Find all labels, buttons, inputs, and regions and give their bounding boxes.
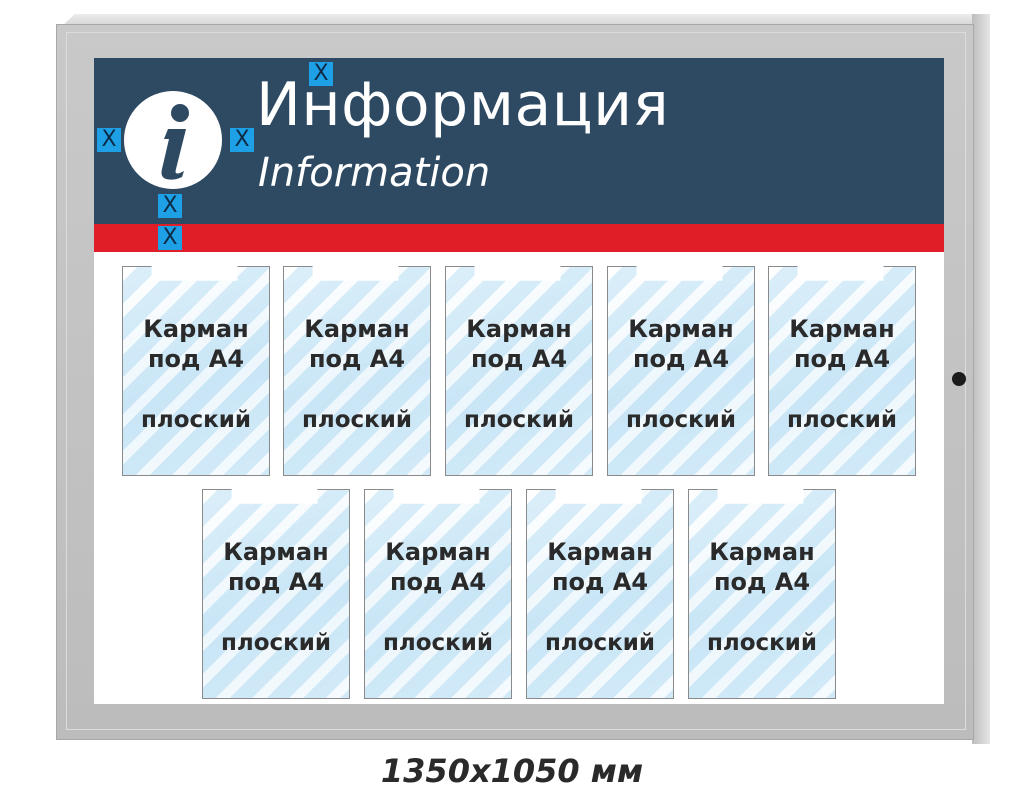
pocket: Карман под А4 плоский [768,266,916,476]
pocket-line-1: Карман [709,538,815,566]
red-stripe [94,224,944,252]
pocket: Карман под А4 плоский [202,489,350,699]
pocket-line-1: Карман [385,538,491,566]
pocket-line-2: под А4 [713,568,811,596]
title-english: Information [258,150,491,196]
pocket: Карман под А4 плоский [364,489,512,699]
pocket-line-3: плоский [625,407,736,433]
pocket-line-2: под А4 [632,345,730,373]
pocket-line-1: Карман [789,315,895,343]
frame-right-edge [972,14,990,744]
pocket: Карман под А4 плоский [526,489,674,699]
pocket-line-3: плоский [220,630,331,656]
pocket-line-2: под А4 [551,568,649,596]
pocket-line-1: Карман [304,315,410,343]
pocket: Карман под А4 плоский [122,266,270,476]
pocket-line-1: Карман [547,538,653,566]
pocket-line-2: под А4 [308,345,406,373]
pocket-line-3: плоский [706,630,817,656]
pocket-line-3: плоский [140,407,251,433]
pocket-line-2: под А4 [147,345,245,373]
info-icon [124,91,222,189]
door-lock-knob [952,372,966,386]
size-label: 1350x1050 мм [380,752,644,790]
pocket-line-3: плоский [382,630,493,656]
pocket-line-2: под А4 [389,568,487,596]
pocket-line-1: Карман [466,315,572,343]
header-banner: Информация Information [94,58,944,224]
pocket-line-3: плоский [786,407,897,433]
mount-marker: X [158,226,182,250]
pocket-line-3: плоский [301,407,412,433]
pocket-line-1: Карман [143,315,249,343]
info-board: Информация Information Карман под А4 пло… [94,58,944,704]
pocket: Карман под А4 плоский [607,266,755,476]
pocket-line-1: Карман [628,315,734,343]
info-icon-glyph [161,104,189,180]
pocket: Карман под А4 плоский [283,266,431,476]
pocket-line-2: под А4 [793,345,891,373]
mount-marker: X [97,128,121,152]
pocket-line-2: под А4 [470,345,568,373]
pocket: Карман под А4 плоский [445,266,593,476]
pocket-line-3: плоский [463,407,574,433]
mount-marker: X [158,194,182,218]
pocket-line-2: под А4 [227,568,325,596]
pocket-line-3: плоский [544,630,655,656]
mount-marker: X [309,62,333,86]
pocket-line-1: Карман [223,538,329,566]
pocket: Карман под А4 плоский [688,489,836,699]
mount-marker: X [230,128,254,152]
